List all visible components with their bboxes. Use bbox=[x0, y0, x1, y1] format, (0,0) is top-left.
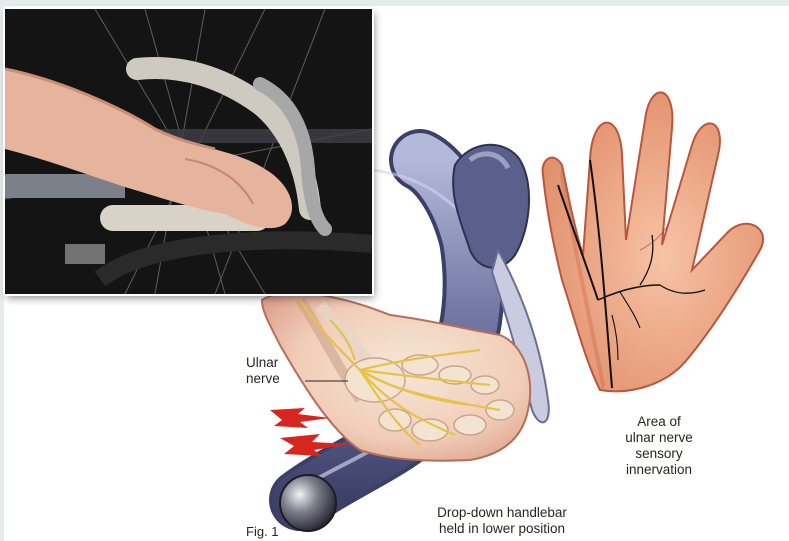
ulnar-nerve-label: Ulnar nerve bbox=[246, 355, 306, 387]
handlebar-end-cap bbox=[280, 475, 336, 531]
sensory-area-label-line3: sensory bbox=[600, 446, 718, 462]
sensory-area-label-line1: Area of bbox=[600, 414, 718, 430]
sensory-area-label: Area of ulnar nerve sensory innervation bbox=[600, 414, 718, 478]
cyclist-photo bbox=[5, 9, 372, 294]
handlebar-label-line1: Drop-down handlebar bbox=[402, 505, 602, 521]
ulnar-nerve-label-line2: nerve bbox=[246, 371, 306, 387]
ulnar-nerve-label-line1: Ulnar bbox=[246, 355, 306, 371]
handlebar-label-line2: held in lower position bbox=[402, 521, 602, 537]
sensory-area-label-line4: innervation bbox=[600, 462, 718, 478]
sensory-area-label-line2: ulnar nerve bbox=[600, 430, 718, 446]
palm-diagram bbox=[543, 92, 763, 391]
figure-number: Fig. 1 bbox=[246, 524, 306, 540]
photo-content bbox=[5, 9, 372, 294]
handlebar-label: Drop-down handlebar held in lower positi… bbox=[402, 505, 602, 537]
